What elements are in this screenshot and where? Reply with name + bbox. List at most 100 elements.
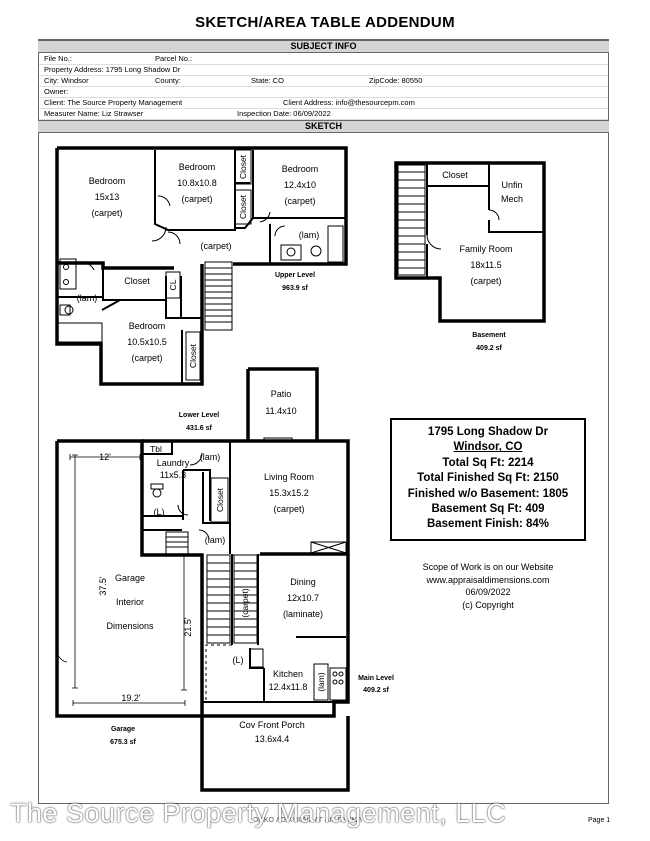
inspection-date: Inspection Date: 06/09/2022: [237, 109, 331, 118]
bedroom3-dims: 12.4x10: [284, 180, 316, 190]
main-l-floor: (L): [233, 655, 244, 665]
garage-dim-right: 21.5': [183, 617, 193, 637]
summary-city: Windsor, CO: [453, 441, 523, 454]
file-no: File No.:: [44, 54, 72, 63]
info-row-city: City: Windsor County: State: CO ZipCode:…: [39, 76, 608, 87]
cl-label: CL: [168, 279, 178, 290]
lower-level-fixtures: [150, 437, 348, 556]
garage-line3: Dimensions: [106, 621, 154, 631]
bedroom4-dims: 10.5x10.5: [127, 337, 167, 347]
info-row-address: Property Address: 1795 Long Shadow Dr: [39, 65, 608, 76]
garage-area: 675.3 sf: [110, 739, 136, 746]
scope-date: 06/09/2022: [465, 587, 511, 597]
upper-level-walls: [55, 146, 348, 386]
kitchen-name: Kitchen: [273, 669, 303, 679]
info-row-client: Client: The Source Property Management C…: [39, 98, 608, 109]
upper-level-fixtures: [57, 149, 344, 381]
laundry-dims: 11x5.3: [160, 470, 186, 480]
area-summary-box: 1795 Long Shadow Dr Windsor, CO Total Sq…: [390, 418, 586, 541]
upper-closet-label: Closet: [124, 276, 150, 286]
summary-address: 1795 Long Shadow Dr: [427, 426, 549, 438]
summary-basement-sqft: Basement Sq Ft: 409: [431, 503, 545, 516]
basement-mech-label: Mech: [501, 194, 523, 204]
bedroom1-name: Bedroom: [89, 176, 126, 186]
scope-copyright: (c) Copyright: [462, 599, 514, 610]
laundry-name: Laundry: [157, 458, 190, 468]
family-room-floor: (carpet): [470, 276, 501, 286]
bedroom4-name: Bedroom: [129, 321, 166, 331]
garage-dim-left: 37.5': [98, 576, 108, 596]
upper-level-area: 963.9 sf: [282, 285, 308, 292]
watermark-text: The Source Property Management, LLC: [10, 798, 507, 828]
document-title: SKETCH/AREA TABLE ADDENDUM: [195, 14, 455, 31]
parcel-no: Parcel No.:: [155, 54, 193, 63]
main-level-label: Main Level: [358, 675, 394, 682]
lower-level-interior: [141, 441, 231, 554]
dining-dims: 12x10.7: [287, 593, 319, 603]
garage-dim-top: 12': [99, 452, 111, 462]
scope-of-work: Scope of Work is on our Website www.appr…: [390, 561, 586, 611]
main-level-fixtures: [205, 554, 347, 701]
basement-closet-label: Closet: [442, 170, 468, 180]
bedroom2-dims: 10.8x10.8: [177, 178, 217, 188]
bedroom1-floor: (carpet): [91, 208, 122, 218]
summary-basement-finish: Basement Finish: 84%: [426, 518, 550, 531]
basement-label: Basement: [472, 332, 506, 339]
measurer: Measurer Name: Liz Strawser: [44, 109, 144, 118]
sketch-header: SKETCH: [38, 120, 609, 133]
footer-faint-text: ϽI IKO ɅƆIK! IIIɅIΓ ɅΓ ɅIΓ ΓɅ ΓΜɅ: [253, 817, 363, 824]
scope-website: www.appraisaldimensions.com: [426, 574, 550, 585]
living-room-dims: 15.3x15.2: [269, 488, 309, 498]
dining-name: Dining: [290, 577, 316, 587]
dining-floor: (laminate): [283, 609, 323, 619]
floor-plan-sketch: Bedroom 15x13 (carpet) Bedroom 10.8x10.8…: [55, 146, 546, 792]
porch-outline: [200, 716, 350, 792]
garage-line2: Interior: [116, 597, 144, 607]
info-row-file: File No.: Parcel No.:: [39, 54, 608, 65]
client: Client: The Source Property Management: [44, 98, 183, 107]
bedroom2-floor: (carpet): [181, 194, 212, 204]
stairs-floor-label: (carpet): [240, 588, 250, 617]
subject-info-header: SUBJECT INFO: [38, 40, 609, 53]
family-room-name: Family Room: [459, 244, 512, 254]
basement-interior: [395, 163, 544, 278]
porch-dims: 13.6x4.4: [255, 734, 290, 744]
porch-name: Cov Front Porch: [239, 720, 305, 730]
family-room-dims: 18x11.5: [470, 260, 501, 270]
bedroom3-name: Bedroom: [282, 164, 319, 174]
patio-dims: 11.4x10: [265, 406, 296, 416]
bedroom1-dims: 15x13: [95, 192, 120, 202]
basement-fixtures: [397, 164, 500, 276]
property-address: Property Address: 1795 Long Shadow Dr: [44, 65, 181, 74]
client-address: Client Address: info@thesourcepm.com: [283, 98, 415, 107]
closet-a-label: Closet: [238, 154, 248, 179]
garage-label: Garage: [111, 726, 135, 733]
kitchen-dims: 12.4x11.8: [269, 682, 308, 692]
info-row-owner: Owner:: [39, 87, 608, 98]
upper-bath2-floor: (lam): [299, 230, 320, 240]
page-number: Page 1: [588, 817, 611, 824]
garage-walls: [55, 439, 204, 718]
owner: Owner:: [44, 87, 69, 96]
living-room-name: Living Room: [264, 472, 314, 482]
basement-area: 409.2 sf: [476, 345, 502, 352]
closet-b-label: Closet: [238, 194, 248, 219]
scope-line1: Scope of Work is on our Website: [422, 562, 554, 572]
zip: ZipCode: 80550: [369, 76, 423, 85]
laundry-floor: (lam): [200, 452, 221, 462]
lower-closet-label: Closet: [215, 487, 225, 512]
bedroom4-floor: (carpet): [131, 353, 162, 363]
lower-level-walls: [142, 367, 350, 556]
garage-line1: Garage: [115, 573, 145, 583]
summary-total-finished: Total Finished Sq Ft: 2150: [417, 472, 559, 485]
lower-entry-floor: (lam): [205, 535, 226, 545]
upper-bath1-floor: (lam): [77, 293, 98, 303]
upper-level-label: Upper Level: [275, 272, 315, 279]
main-level-area: 409.2 sf: [363, 687, 389, 694]
patio-name: Patio: [271, 389, 292, 399]
document-frame: [38, 39, 609, 804]
basement-unfin-label: Unfin: [501, 180, 522, 190]
living-room-floor: (carpet): [273, 504, 304, 514]
state: State: CO: [251, 76, 284, 85]
lower-bath-floor: (L): [154, 507, 165, 517]
